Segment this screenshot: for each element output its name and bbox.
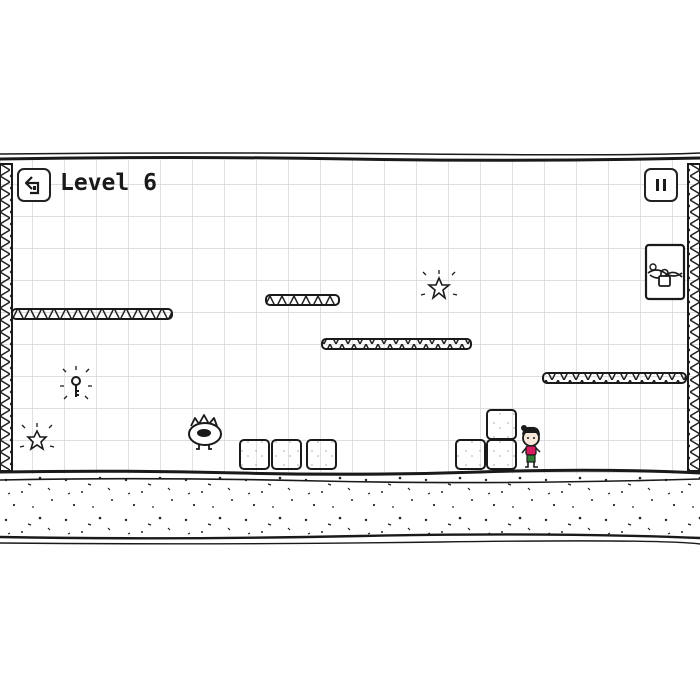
locked-door [644, 243, 686, 301]
platform [265, 294, 340, 306]
ground-edge [0, 468, 700, 476]
right-wall [687, 163, 700, 472]
ground-dirt [0, 475, 700, 537]
level-canvas [0, 152, 700, 545]
bottom-border [0, 533, 700, 540]
lock-icon [658, 275, 671, 287]
key-icon [60, 366, 92, 400]
left-wall [0, 163, 13, 472]
spiky-blob-enemy [188, 414, 222, 450]
pause-button[interactable] [644, 168, 678, 202]
platform [542, 372, 687, 384]
player-character [521, 425, 541, 468]
star-icon [420, 270, 458, 301]
top-border [0, 156, 700, 162]
crate-group [239, 409, 517, 470]
game-scene: Level 6 [0, 152, 700, 547]
platform [321, 338, 472, 350]
crate [306, 439, 337, 470]
platform [11, 308, 173, 320]
pause-icon [656, 179, 666, 191]
crate [239, 439, 270, 470]
crate [271, 439, 302, 470]
crate [486, 409, 517, 440]
crate [455, 439, 486, 470]
back-button[interactable] [17, 168, 51, 202]
back-icon [24, 176, 40, 195]
crate [486, 439, 517, 470]
player-pants [526, 454, 536, 463]
player-shirt [525, 445, 537, 456]
level-title: Level 6 [60, 170, 157, 196]
star-icon [19, 423, 55, 451]
